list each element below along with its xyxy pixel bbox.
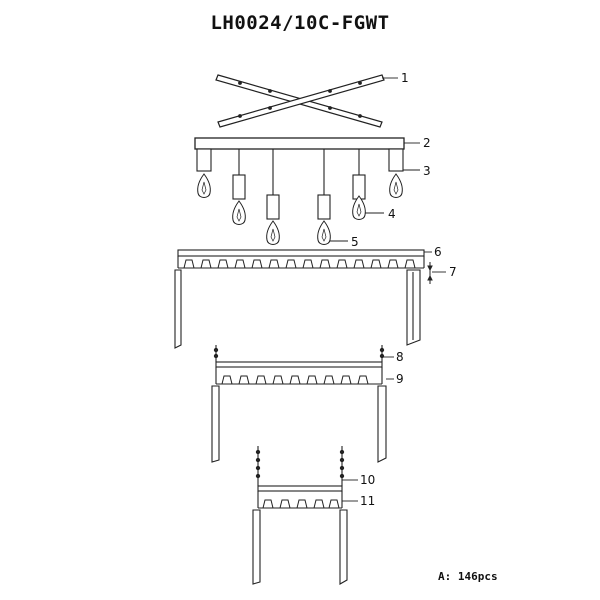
callout-5: 5 [351, 235, 359, 249]
callout-4: 4 [388, 207, 396, 221]
callout-6: 6 [434, 245, 442, 259]
callout-labels: 1 2 3 4 5 6 7 8 9 10 11 [351, 71, 457, 508]
mounting-cross-bar [215, 74, 385, 128]
quantity-value: 146pcs [457, 570, 498, 583]
leader-lines [330, 77, 446, 502]
page-title: LH0024/10C-FGWT [210, 12, 390, 34]
quantity-note: A: 146pcs [438, 570, 498, 583]
callout-2: 2 [423, 136, 431, 150]
canopy-bar [194, 137, 405, 150]
height-indicator [427, 262, 433, 284]
callout-7: 7 [449, 265, 457, 279]
quantity-prefix: A: [438, 570, 452, 583]
callout-11: 11 [360, 494, 375, 508]
large-frame [174, 249, 425, 349]
callout-8: 8 [396, 350, 404, 364]
callout-1: 1 [401, 71, 409, 85]
callout-9: 9 [396, 372, 404, 386]
lamp-holders [196, 148, 404, 246]
small-frame [252, 446, 348, 585]
medium-frame [211, 345, 387, 463]
callout-3: 3 [423, 164, 431, 178]
callout-10: 10 [360, 473, 375, 487]
